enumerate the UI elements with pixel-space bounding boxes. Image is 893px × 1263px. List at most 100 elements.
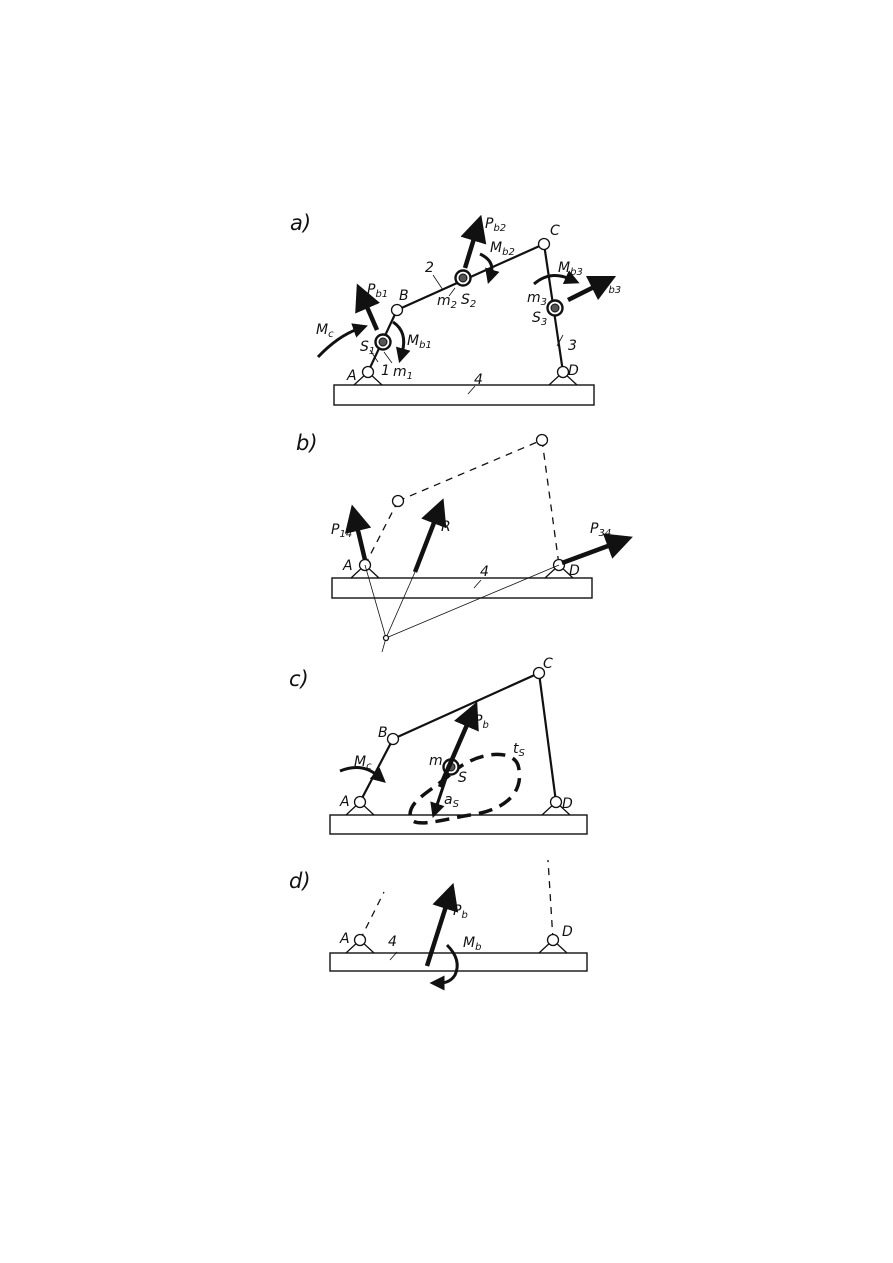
moment-mb2-arrow — [479, 252, 500, 285]
link-1-label: 1 — [381, 363, 390, 379]
svg-text:Pb: Pb — [453, 903, 468, 921]
panel-a: a) A B C D S1 S2 S — [290, 211, 621, 406]
leader-m1 — [369, 349, 379, 363]
m1-label: m — [393, 364, 407, 380]
svg-text:P34: P34 — [590, 521, 611, 539]
frame-link-4 — [331, 577, 593, 599]
force-pb-arrow — [437, 701, 479, 788]
point-a-label: A — [346, 368, 357, 384]
point-d-label: D — [568, 363, 579, 379]
construction-line-3 — [385, 571, 416, 639]
joint-a — [353, 795, 367, 809]
leader-2 — [432, 274, 444, 291]
svg-text:m1: m1 — [393, 364, 413, 382]
svg-text:Mb: Mb — [463, 935, 481, 953]
link-4-label: 4 — [388, 934, 397, 950]
s2-label: S — [461, 292, 470, 308]
joint-b — [391, 494, 405, 508]
svg-text:Mb2: Mb2 — [490, 240, 515, 258]
svg-text:Mc: Mc — [354, 754, 372, 772]
link-4-leader — [467, 385, 476, 395]
force-pb2-arrow — [460, 214, 487, 269]
construction-line-1 — [364, 564, 387, 639]
svg-text:m2: m2 — [437, 293, 457, 311]
frame-link-4 — [329, 952, 588, 972]
moment-mc-arrow — [316, 323, 368, 359]
construction-line-2 — [385, 564, 560, 639]
force-pb1-arrow — [355, 283, 380, 331]
point-d-label: D — [562, 796, 573, 812]
p14-label: P — [331, 522, 340, 538]
point-b-label: B — [378, 725, 388, 741]
svg-text:S3: S3 — [532, 310, 547, 328]
force-pb3-arrow — [566, 275, 617, 303]
moment-mb1-arrow — [392, 320, 411, 364]
link-4-label: 4 — [480, 564, 489, 580]
pb3-label: P — [600, 278, 609, 294]
panel-c-label: c) — [289, 667, 309, 691]
joint-c — [532, 666, 546, 680]
joint-a — [361, 365, 375, 379]
pb2-label: P — [485, 216, 494, 232]
panel-b: b) A D 4 P14 R P34 — [296, 431, 633, 653]
svg-text:Pb3: Pb3 — [600, 278, 621, 296]
point-a-label: A — [339, 794, 350, 810]
svg-text:S1: S1 — [360, 339, 375, 357]
ts-label: t — [513, 741, 519, 757]
point-a-label: A — [339, 931, 350, 947]
force-p14-arrow — [344, 504, 372, 561]
acceleration-as-arrow — [430, 777, 448, 818]
force-r-arrow — [412, 498, 447, 573]
m3-label: m — [527, 290, 541, 306]
mc-label: M — [354, 754, 366, 770]
force-p34-arrow — [561, 533, 633, 566]
joint-d — [549, 795, 563, 809]
link-3 — [537, 672, 558, 803]
panel-d-label: d) — [289, 869, 311, 893]
joint-b — [386, 732, 400, 746]
point-d-label: D — [562, 924, 573, 940]
frame-link-4 — [333, 384, 595, 406]
moment-mb3-arrow — [533, 270, 580, 286]
point-a-label: A — [342, 558, 353, 574]
svg-text:S2: S2 — [461, 292, 476, 310]
m2-label: m — [437, 293, 451, 309]
s3-label: S — [532, 310, 541, 326]
mb3-label: M — [558, 260, 570, 276]
svg-text:tS: tS — [513, 741, 526, 759]
link-2-dashed — [397, 439, 543, 502]
link-4-label: 4 — [474, 372, 483, 388]
svg-text:Pb2: Pb2 — [485, 216, 506, 234]
svg-text:m3: m3 — [527, 290, 547, 308]
panel-d: d) A D 4 Pb Mb — [289, 859, 588, 991]
panel-b-label: b) — [296, 431, 318, 455]
mc-label: M — [316, 322, 328, 338]
panel-a-label: a) — [290, 211, 311, 235]
link-4-leader — [389, 951, 398, 961]
point-c-label: C — [550, 223, 560, 239]
svg-text:aS: aS — [444, 792, 460, 810]
link-1 — [359, 738, 394, 803]
point-c-label: C — [543, 656, 553, 672]
moment-mc-arrow — [339, 765, 386, 783]
link-4-leader — [473, 579, 482, 589]
mb-label: M — [463, 935, 475, 951]
frame-link-4 — [329, 814, 588, 835]
svg-text:Mb3: Mb3 — [558, 260, 583, 278]
svg-text:Mc: Mc — [316, 322, 334, 340]
r-label: R — [441, 519, 451, 535]
svg-text:Pb1: Pb1 — [367, 282, 388, 300]
joint-a — [353, 933, 367, 947]
mb1-label: M — [407, 333, 419, 349]
link-2-label: 2 — [425, 260, 434, 276]
joint-d — [546, 933, 560, 947]
link-1-dashed — [364, 500, 399, 566]
joint-b — [390, 303, 404, 317]
intersection-point — [382, 634, 390, 642]
p34-label: P — [590, 521, 599, 537]
svg-text:Pb: Pb — [474, 713, 489, 731]
leader-m2 — [448, 287, 456, 297]
link-3-label: 3 — [568, 338, 577, 354]
moment-mb-arrow — [429, 943, 459, 991]
